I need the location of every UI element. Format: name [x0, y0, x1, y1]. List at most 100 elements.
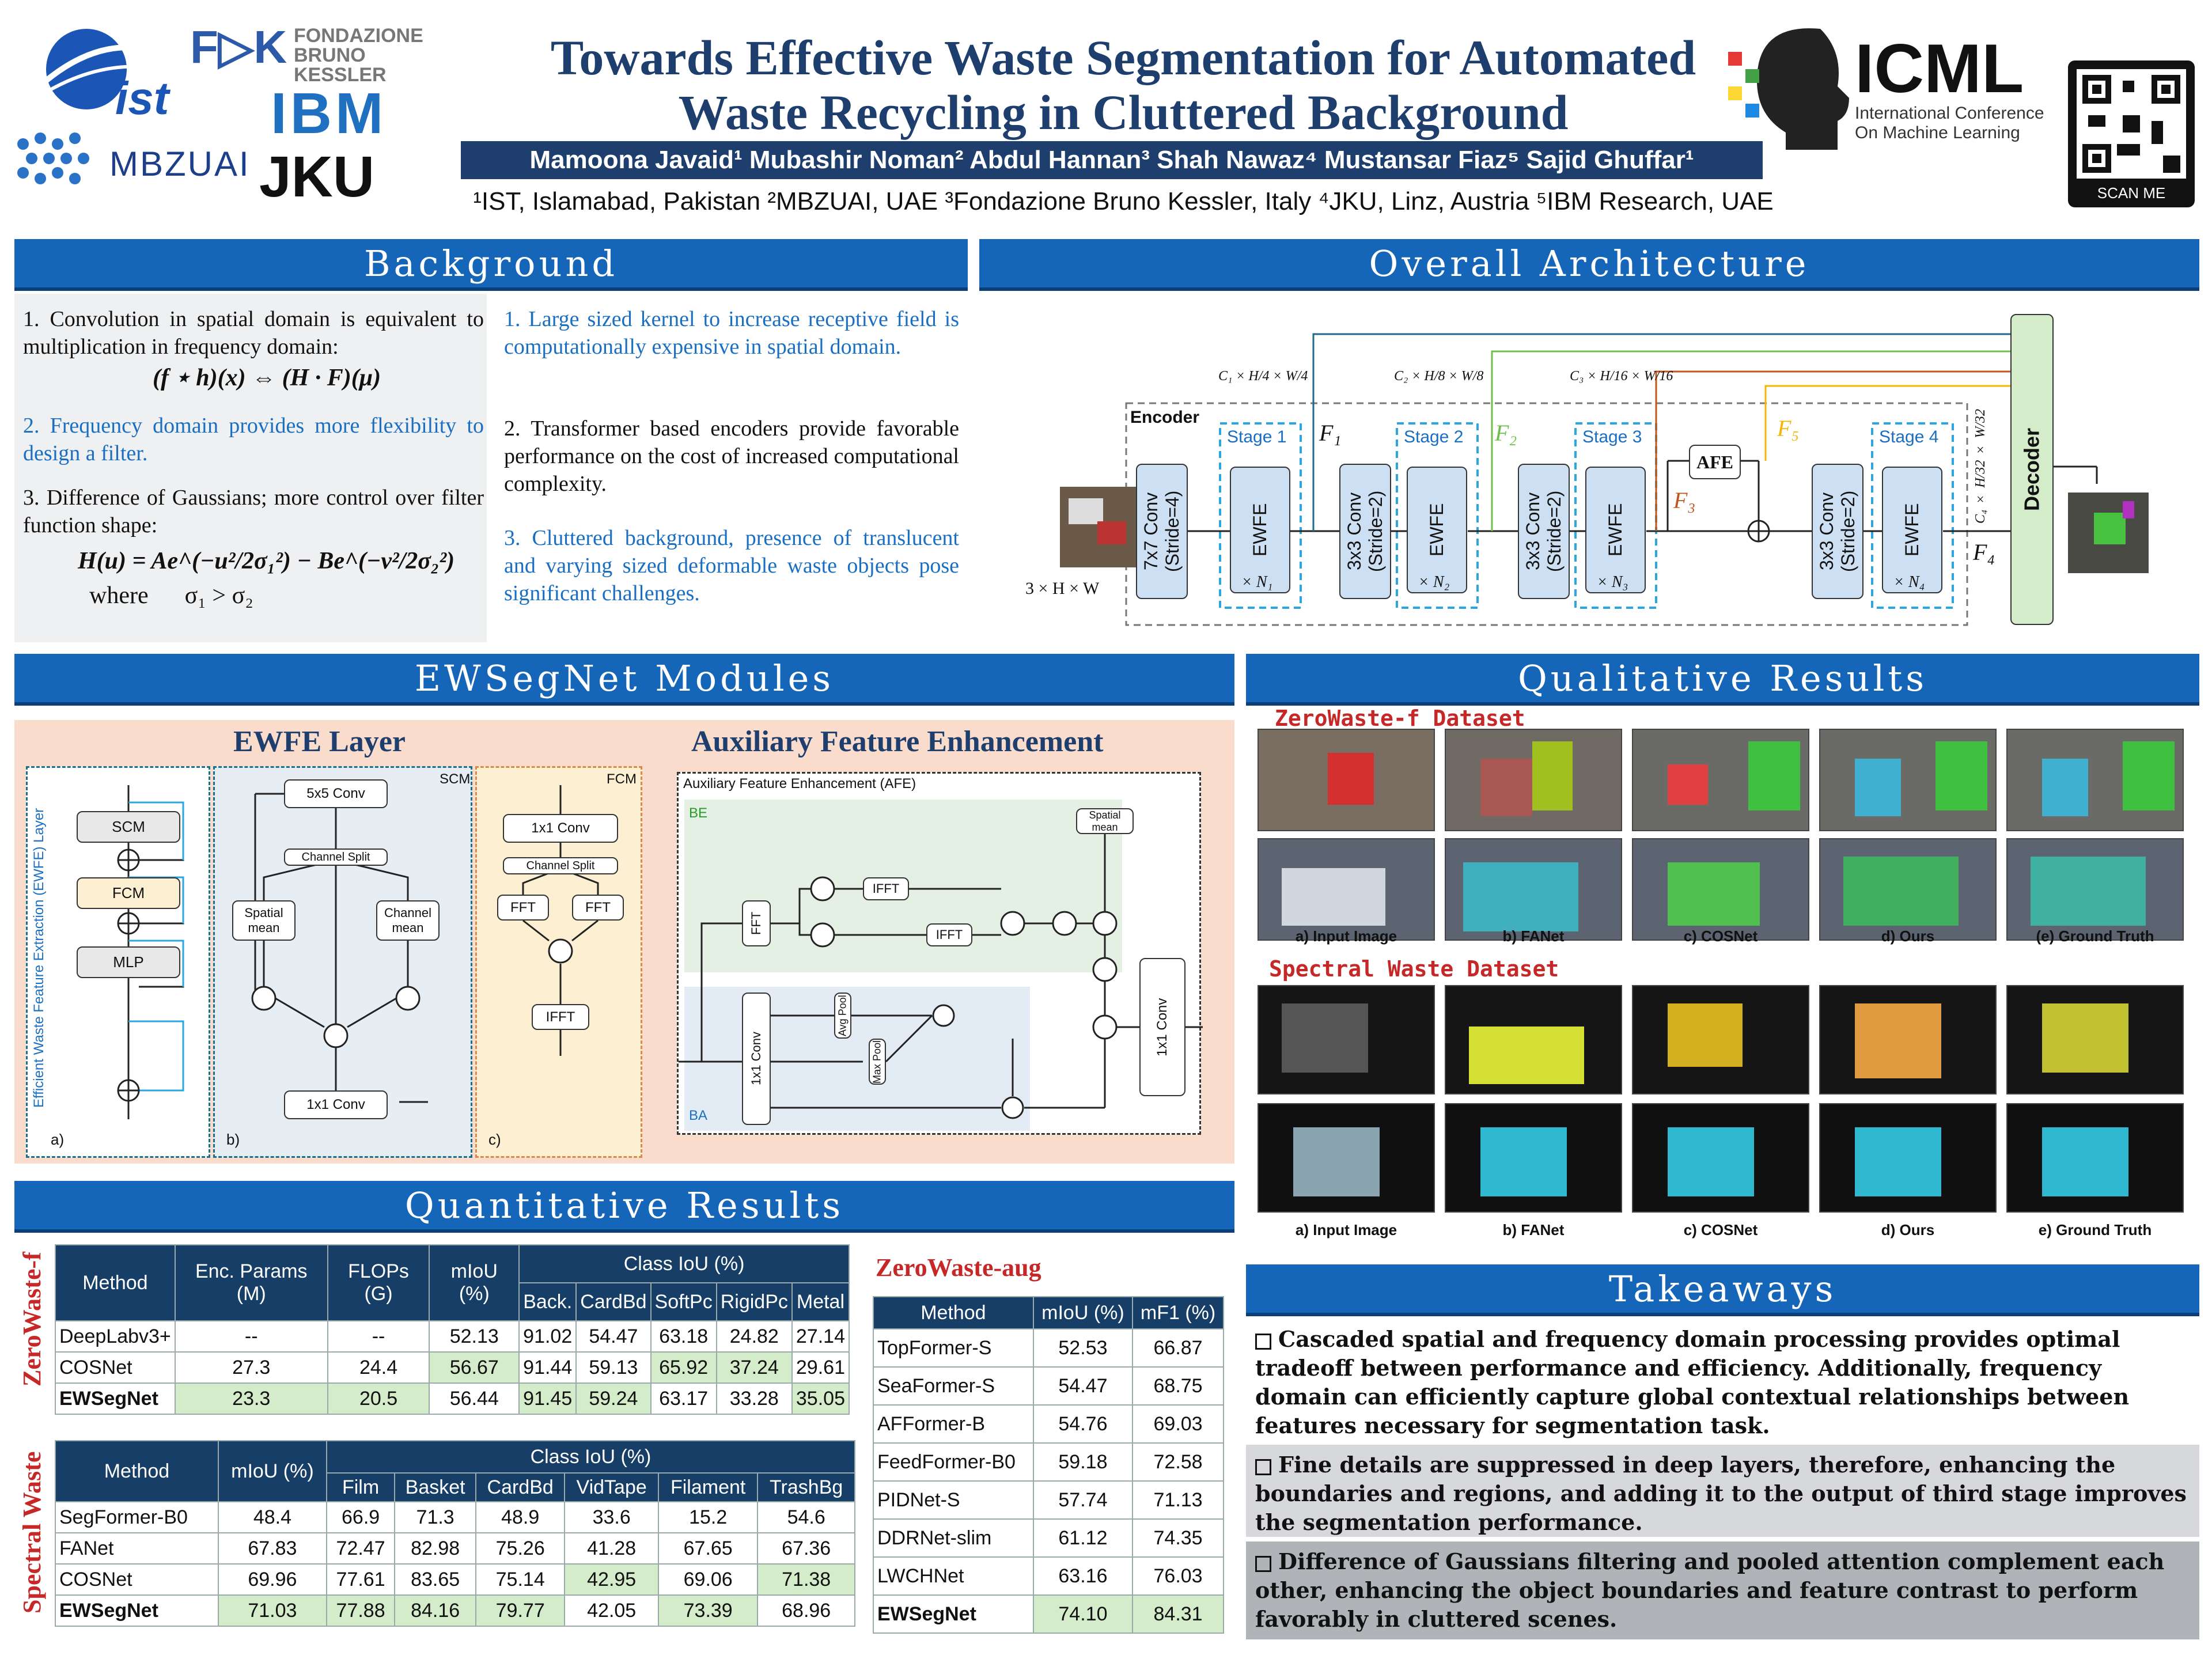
afe-spatial-mean-box: Spatial mean	[1076, 808, 1134, 834]
table-cell: 91.45	[518, 1382, 577, 1415]
afe-box-label: Auxiliary Feature Enhancement (AFE)	[683, 776, 916, 791]
takeaways-banner: Takeaways	[1246, 1264, 2199, 1316]
table-cell: 59.24	[575, 1382, 652, 1415]
table-cell: 67.83	[217, 1532, 327, 1565]
sw-cap-3: c) COSNet	[1683, 1221, 1758, 1238]
zw-th-method: Method	[55, 1244, 176, 1321]
ibm-logo: IBM	[271, 81, 387, 146]
afe-max-pool-box: Max Pool	[869, 1039, 886, 1085]
zw-img-5	[2006, 729, 2184, 831]
table-cell: 75.26	[475, 1532, 566, 1565]
zw-th-metal: Metal	[791, 1282, 850, 1321]
table-cell: 48.4	[217, 1501, 327, 1533]
table-cell: 54.47	[1032, 1366, 1134, 1406]
icml-subtitle: International Conference On Machine Lear…	[1855, 104, 2044, 142]
scm-diagram: SCM 5x5 Conv Channel Split Spatial mean …	[213, 766, 472, 1158]
table-cell: SeaFormer-S	[873, 1366, 1034, 1406]
table-cell: 71.38	[757, 1563, 855, 1596]
scm-label: SCM	[440, 771, 471, 787]
table-cell: 37.24	[715, 1351, 793, 1384]
zw-cap-5: (e) Ground Truth	[2036, 927, 2154, 945]
zw-img-6	[1257, 838, 1435, 941]
table-cell: 71.3	[394, 1501, 477, 1533]
zw-cap-3: c) COSNet	[1683, 927, 1758, 945]
table-cell: 42.05	[564, 1594, 659, 1627]
table-cell: 91.02	[518, 1320, 577, 1353]
title-line1: Towards Effective Waste Segmentation for…	[550, 30, 1696, 85]
table-cell: 24.4	[327, 1351, 430, 1384]
zerowaste-f-label: ZeroWaste-f	[18, 1252, 46, 1387]
table-cell: 67.36	[757, 1532, 855, 1565]
afe-be-label: BE	[689, 805, 708, 821]
zerowaste-aug-label: ZeroWaste-aug	[876, 1253, 1041, 1282]
qr-label: SCAN ME	[2097, 184, 2166, 202]
background-panel: 1. Convolution in spatial domain is equi…	[14, 294, 968, 642]
table-cell: 83.65	[394, 1563, 477, 1596]
dims-stage3: C₃ × H/16 × W/16	[1570, 369, 1673, 384]
scm-conv1-box: 1x1 Conv	[284, 1090, 388, 1119]
fcm-diagram: FCM 1x1 Conv Channel Split FFT FFT IFFT …	[475, 766, 642, 1158]
conv3-block: 3x3 Conv (Stride=2)	[1518, 464, 1570, 599]
zw-img-9	[1819, 838, 1997, 941]
spectral-waste-table: Method mIoU (%) Class IoU (%) Film Baske…	[55, 1440, 856, 1627]
table-cell: 69.03	[1132, 1404, 1224, 1444]
sw-th-trashbg: TrashBg	[757, 1472, 855, 1502]
table-cell: 15.2	[657, 1501, 759, 1533]
afe-ifft-box-1: IFFT	[863, 877, 909, 900]
fcm-split-box: Channel Split	[503, 857, 618, 874]
table-cell: 41.28	[564, 1532, 659, 1565]
zw-th-cardbd: CardBd	[575, 1282, 652, 1321]
table-cell: 52.53	[1032, 1328, 1134, 1368]
afe-avg-pool-box: Avg Pool	[834, 993, 851, 1039]
table-cell: AFFormer-B	[873, 1404, 1034, 1444]
mbzuai-logo-text: MBZUAI	[109, 145, 251, 183]
table-cell: 59.13	[575, 1351, 652, 1384]
table-cell: 54.47	[575, 1320, 652, 1353]
qualitative-banner: Qualitative Results	[1246, 654, 2199, 706]
afe-conv1-box-1: 1x1 Conv	[742, 993, 771, 1125]
afe-fft-box: FFT	[742, 900, 771, 946]
table-cell: 63.16	[1032, 1556, 1134, 1596]
ewfe-layer-diagram: Efficient Waste Feature Extraction (EWFE…	[26, 766, 210, 1158]
fbk-logo: F▷K FONDAZIONE BRUNO KESSLER	[190, 14, 444, 85]
sw-cap-5: e) Ground Truth	[2038, 1221, 2152, 1238]
ewfe-title: EWFE Layer	[233, 725, 406, 758]
table-cell: LWCHNet	[873, 1556, 1034, 1596]
table-cell: 35.05	[791, 1382, 850, 1415]
modules-banner: EWSegNet Modules	[14, 654, 1234, 706]
table-cell: 61.12	[1032, 1518, 1134, 1558]
dims-stage4: C₄ × H/32 × W/32	[1973, 409, 1988, 524]
n1-label: × N₁	[1241, 573, 1273, 591]
table-cell: 74.10	[1032, 1594, 1134, 1634]
bg-eq-2: H(u) = Ae^(−u²/2σ₁²) − Be^(−v²/2σ₂²)	[78, 548, 455, 574]
table-cell: 29.61	[791, 1351, 850, 1384]
aug-th-miou: mIoU (%)	[1032, 1296, 1134, 1330]
table-cell: 54.6	[757, 1501, 855, 1533]
qr-code[interactable]: SCAN ME	[2068, 60, 2195, 207]
table-cell: FeedFormer-B0	[873, 1442, 1034, 1482]
label-c: c)	[488, 1131, 501, 1148]
icml-logo-text: ICML	[1855, 30, 2024, 107]
sw-img-9	[1819, 1103, 1997, 1213]
sw-img-5	[2006, 985, 2184, 1094]
sw-img-1	[1257, 985, 1435, 1094]
zerowaste-f-table: Method Enc. Params (M) FLOPs (G) mIoU (%…	[55, 1244, 850, 1415]
fbk-logo-text: FONDAZIONE BRUNO KESSLER	[294, 25, 423, 86]
sw-th-filament: Filament	[657, 1472, 759, 1502]
checkbox-icon	[1255, 1333, 1271, 1350]
table-cell: 27.3	[174, 1351, 328, 1384]
table-cell: PIDNet-S	[873, 1480, 1034, 1520]
fcm-fft-box-1: FFT	[497, 895, 549, 921]
input-dims: 3 × H × W	[1025, 579, 1100, 598]
zw-th-rigidpc: RigidPc	[715, 1282, 793, 1321]
table-cell: 52.13	[429, 1320, 520, 1353]
table-cell: 63.18	[650, 1320, 717, 1353]
spectral-waste-label: Spectral Waste	[18, 1451, 46, 1613]
